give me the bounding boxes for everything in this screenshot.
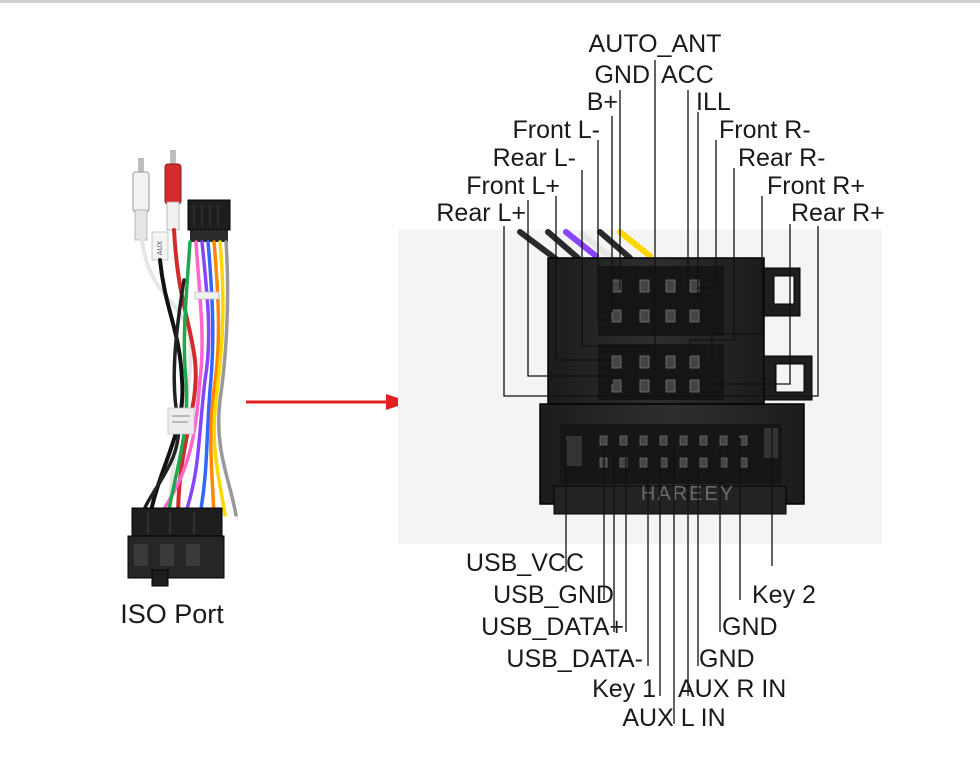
wire-bundle: [140, 228, 238, 522]
leader-front-r-plus: [711, 196, 763, 360]
leader-rear-r-plus: [712, 224, 791, 385]
iso-harness-image: AUX: [120, 150, 238, 629]
right-arrow: [246, 394, 410, 410]
top-pin-labels: AUTO_ANT GND ACC B+ ILL Front L- Front R…: [436, 30, 884, 227]
usb-aux-connector: [187, 199, 231, 242]
label-gnd-a: GND: [722, 613, 778, 641]
label-rear-r-plus: Rear R+: [791, 199, 885, 227]
iso-port-caption: ISO Port: [120, 599, 224, 629]
watermark: HAREEY: [641, 483, 735, 505]
label-front-r-plus: Front R+: [767, 172, 865, 200]
label-aux-r-in: AUX R IN: [678, 675, 786, 703]
leader-front-l-plus: [555, 196, 612, 361]
label-usb-data-plus: USB_DATA+: [481, 613, 624, 641]
label-gnd-top: GND: [594, 61, 650, 89]
harness-sticker: [167, 407, 195, 435]
label-b-plus: B+: [587, 88, 618, 116]
label-ill: ILL: [696, 88, 731, 116]
label-rear-r-minus: Rear R-: [738, 144, 826, 172]
label-usb-gnd: USB_GND: [493, 581, 614, 609]
label-acc: ACC: [661, 61, 714, 89]
leader-rear-l-plus: [527, 200, 613, 384]
label-rear-l-plus: Rear L+: [436, 199, 526, 227]
label-gnd-b: GND: [699, 645, 755, 673]
label-key2: Key 2: [752, 581, 816, 609]
aux-tag-text: AUX: [157, 240, 164, 255]
label-key1: Key 1: [592, 675, 656, 703]
zip-tie: [194, 291, 220, 300]
label-auto-ant: AUTO_ANT: [589, 30, 722, 58]
leader-lines: [503, 60, 819, 724]
label-rear-l-minus: Rear L-: [493, 144, 576, 172]
rca-plug-white: [132, 158, 150, 241]
label-usb-vcc: USB_VCC: [466, 549, 584, 577]
iso-block-plugs: [127, 507, 225, 587]
rca-plug-red: [164, 150, 182, 231]
label-aux-l-in: AUX L IN: [622, 704, 725, 732]
label-usb-data-minus: USB_DATA-: [506, 645, 643, 673]
leader-rear-l-minus: [581, 170, 656, 356]
bottom-pin-labels: USB_VCC USB_GND Key 2 USB_DATA+ GND USB_…: [466, 549, 816, 732]
leader-front-r-minus: [698, 140, 717, 289]
leader-rear-outer: [503, 226, 819, 397]
label-front-l-minus: Front L-: [512, 116, 600, 144]
top-divider: [0, 0, 980, 3]
leader-front-l-minus: [597, 140, 612, 321]
iso-connector: HAREEY: [517, 229, 813, 515]
label-front-l-plus: Front L+: [466, 172, 560, 200]
label-front-r-minus: Front R-: [719, 116, 811, 144]
